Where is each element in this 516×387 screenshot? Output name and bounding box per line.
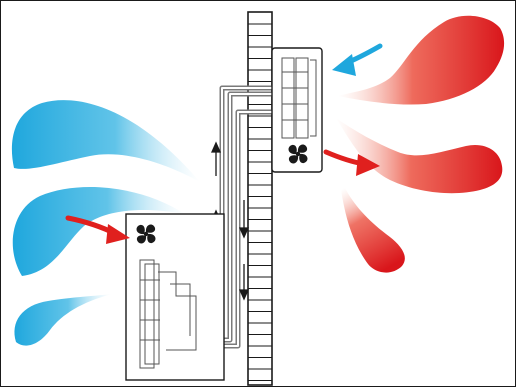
outdoor-coil — [281, 57, 317, 139]
cool-air-plume-middle — [12, 187, 186, 276]
warm-air-plume-middle — [336, 118, 503, 194]
cool-air-plume-top — [11, 100, 201, 182]
cool-air-plume-bottom — [14, 294, 112, 346]
indoor-coil — [139, 259, 197, 369]
warm-air-plume-top — [338, 15, 505, 105]
indoor-unit — [125, 213, 225, 381]
flow-arrow-down-lower — [238, 264, 250, 301]
outdoor-unit — [271, 47, 323, 173]
warm-air-outflow-arrow-icon — [323, 149, 380, 176]
cool-air-inflow-arrow-icon — [332, 43, 383, 76]
flow-arrow-up-upper — [210, 141, 222, 176]
warm-air-inflow-arrow-icon — [65, 215, 130, 244]
fan-icon — [136, 224, 156, 244]
warm-air-plume-bottom — [341, 182, 405, 273]
fan-icon — [288, 144, 308, 164]
flow-arrow-down-upper — [238, 200, 250, 239]
building-wall — [247, 11, 273, 386]
